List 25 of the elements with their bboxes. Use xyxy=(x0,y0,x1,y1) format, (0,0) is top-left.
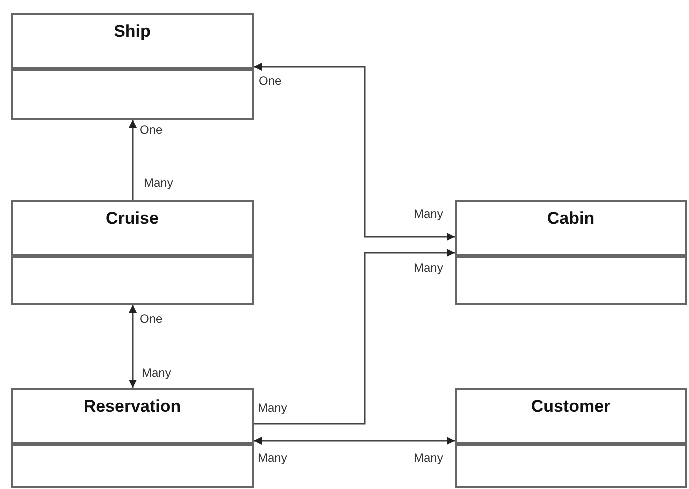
class-name: Reservation xyxy=(84,396,182,418)
class-name: Ship xyxy=(114,21,151,43)
association-arrow xyxy=(254,63,455,241)
multiplicity-label: Many xyxy=(414,208,444,220)
association-arrow xyxy=(129,305,137,388)
multiplicity-label: One xyxy=(140,124,163,136)
class-name: Cabin xyxy=(547,208,595,230)
association-arrow xyxy=(254,249,455,425)
multiplicity-label: Many xyxy=(142,367,172,379)
multiplicity-label: Many xyxy=(414,452,444,464)
multiplicity-label: Many xyxy=(414,262,444,274)
class-box xyxy=(455,388,687,488)
class-name: Cruise xyxy=(106,208,159,230)
association-arrow xyxy=(254,437,455,445)
multiplicity-label: One xyxy=(140,313,163,325)
multiplicity-label: Many xyxy=(258,402,288,414)
multiplicity-label: Many xyxy=(258,452,288,464)
class-box xyxy=(455,200,687,305)
class-box xyxy=(11,200,254,305)
multiplicity-label: One xyxy=(259,75,282,87)
association-arrow xyxy=(129,120,137,200)
class-box xyxy=(11,388,254,488)
multiplicity-label: Many xyxy=(144,177,174,189)
class-box xyxy=(11,13,254,120)
class-name: Customer xyxy=(531,396,611,418)
